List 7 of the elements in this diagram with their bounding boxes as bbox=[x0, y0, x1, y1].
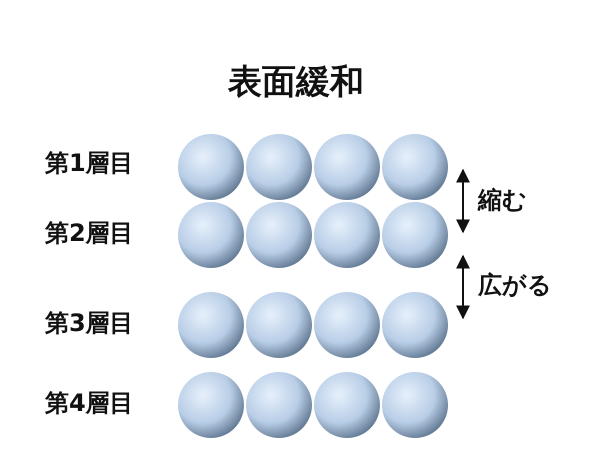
spacing-label: 縮む bbox=[478, 187, 527, 214]
layer-label: 第4層目 bbox=[45, 390, 134, 416]
layer-label: 第2層目 bbox=[45, 220, 134, 246]
layer-label: 第3層目 bbox=[45, 310, 134, 336]
layer-label: 第1層目 bbox=[45, 150, 134, 176]
title: 表面緩和 bbox=[228, 64, 364, 102]
spacing-label: 広がる bbox=[478, 272, 552, 298]
